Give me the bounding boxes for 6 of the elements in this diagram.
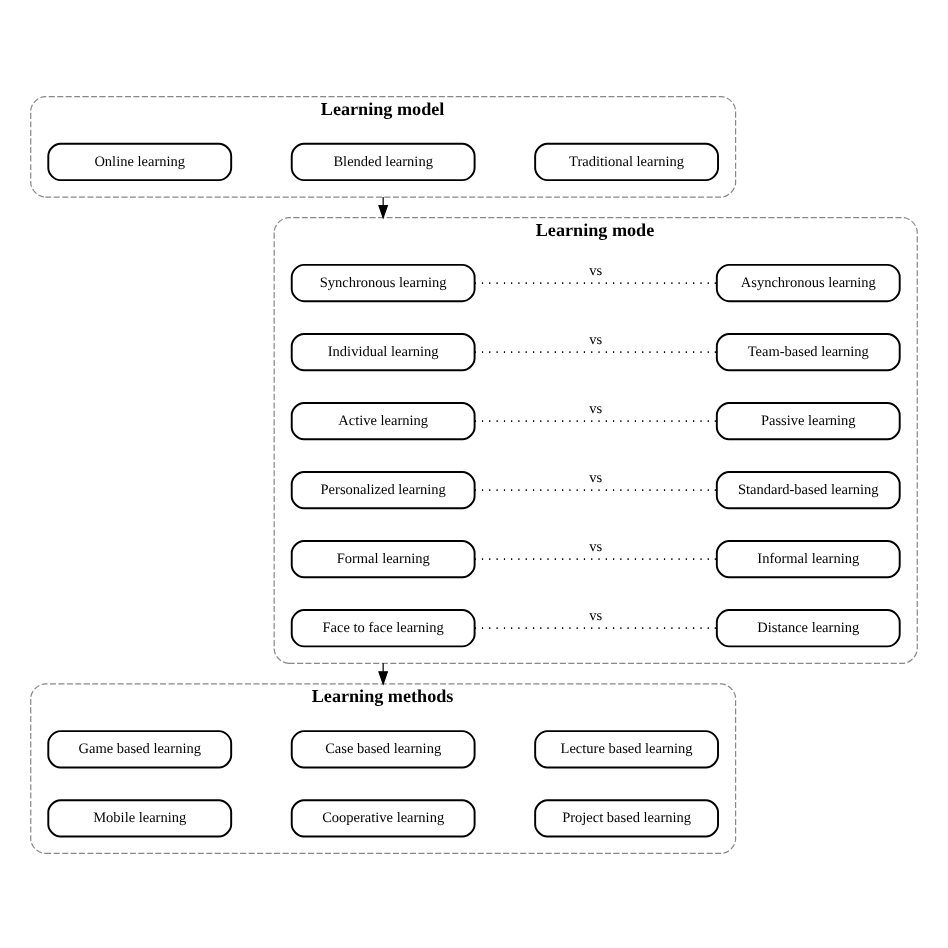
connector	[473, 350, 718, 352]
connector	[473, 488, 718, 491]
connector	[473, 419, 718, 422]
connector	[473, 281, 718, 283]
connector	[473, 626, 718, 629]
connector	[473, 557, 718, 560]
